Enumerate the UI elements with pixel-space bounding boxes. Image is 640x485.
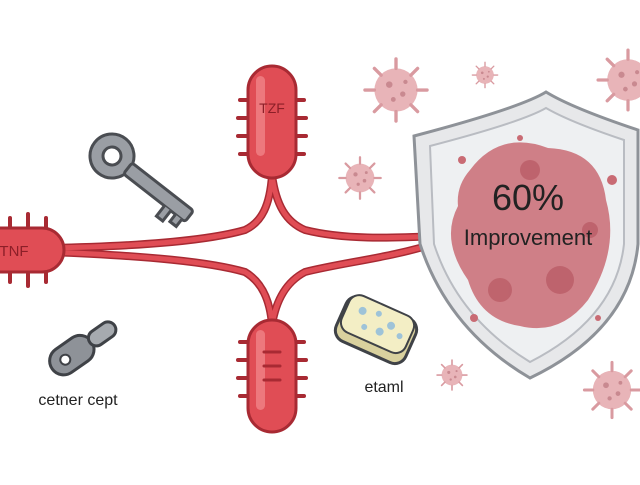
bottom-molecule [236,318,308,434]
virus-icon [436,359,468,391]
virus-icon [582,360,640,420]
key-icon [88,132,194,229]
sponge-caption: etaml [364,379,403,396]
left-molecule: TNF [0,212,66,288]
cell-icon [450,135,617,329]
molecule-strands [46,171,444,329]
virus-icon [471,61,499,89]
dropper-icon [48,320,118,377]
virus-icon [363,57,429,123]
left-molecule-label: TNF [0,243,29,260]
virus-icon [596,48,640,112]
shield-icon: 60% Improvement [412,90,640,380]
improvement-caption: Improvement [464,225,592,250]
top-molecule-label: TZF [259,100,285,116]
top-molecule: TZF [236,64,308,180]
percent-value: 60% [492,177,564,218]
left-caption: cetner cept [38,392,118,409]
virus-icon [338,156,382,200]
sponge-icon [333,294,419,366]
